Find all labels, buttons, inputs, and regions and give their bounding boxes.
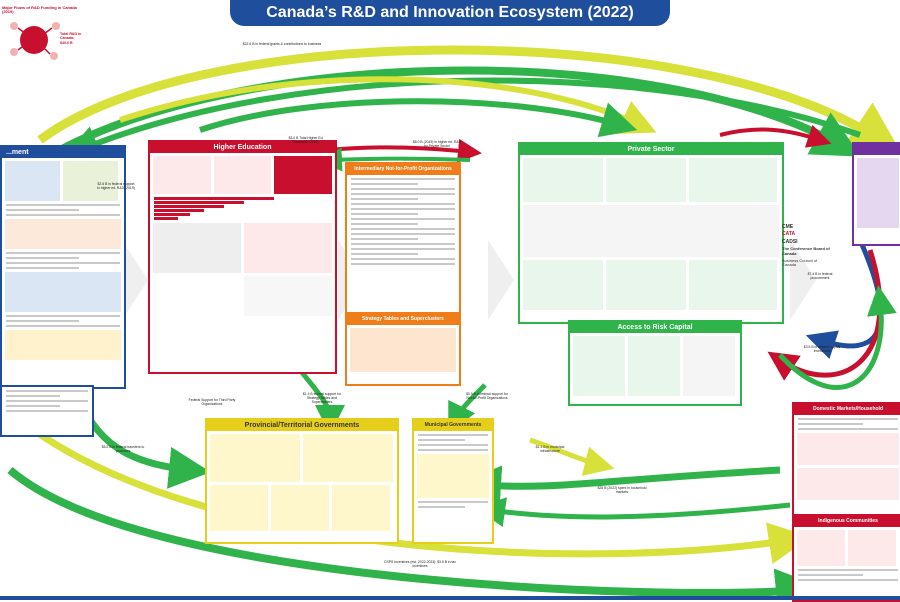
ps-bars — [606, 260, 686, 310]
logo-business-council: Business Council of Canada — [782, 258, 818, 268]
he-treemap — [153, 223, 241, 273]
gov-chart — [5, 161, 60, 201]
indigenous-header: Indigenous Communities — [794, 516, 900, 527]
rc-chart — [573, 336, 625, 396]
gov-table — [5, 219, 121, 249]
prov-bars — [210, 485, 268, 531]
risk-capital-header: Access to Risk Capital — [570, 322, 740, 333]
ps-bars — [606, 158, 686, 202]
prov-dot-matrix — [210, 434, 300, 482]
flow-note: $3.0 B Total Higher Ed. Research (2020) — [288, 136, 324, 145]
flow-note: Federal Support for Third Party Organiza… — [188, 398, 236, 407]
flow-note: $3.5 B in venture capital investment — [803, 345, 841, 354]
ps-donut — [689, 158, 777, 202]
purple-chart — [857, 158, 899, 228]
flows-circles — [10, 22, 60, 60]
provincial-header: Provincial/Territorial Governments — [207, 420, 397, 431]
intermediary-panel: Intermediary Not-for-Profit Organization… — [345, 162, 461, 316]
higher-education-panel: Higher Education — [148, 140, 337, 374]
flow-note: $1.1 B in municipal infrastructure — [535, 445, 565, 454]
flow-note: CSPS Incentives (est. 2022-2023): $3.5 B… — [384, 560, 456, 569]
higher-education-header: Higher Education — [150, 142, 335, 153]
flow-note: $7.4 B in federal procurement — [807, 272, 833, 281]
flow-note: $5.2 B in federal transfers to provinces — [101, 445, 145, 454]
flow-chevron — [790, 240, 816, 320]
flow-note: $1.4 B federal support for Strategy Tabl… — [302, 392, 342, 405]
ps-bars — [689, 260, 777, 310]
total-rd-label: Total R&D in Canada: $40.6 B — [60, 32, 82, 45]
prov-bars — [271, 485, 329, 531]
muni-bars — [417, 454, 489, 498]
flow-note: $0.9 B in federal support for Not-for-Pr… — [466, 392, 508, 401]
prov-line-chart — [303, 434, 393, 482]
flow-chevron — [122, 240, 148, 320]
domestic-markets-header: Domestic Markets/Household — [794, 404, 900, 415]
strategy-panel: Strategy Tables and Superclusters — [345, 312, 461, 386]
page-title: Canada’s R&D and Innovation Ecosystem (2… — [230, 0, 670, 26]
ind-chart — [797, 530, 845, 566]
provincial-panel: Provincial/Territorial Governments — [205, 418, 399, 544]
logo-cme: CME — [782, 224, 794, 230]
ps-scatter — [523, 158, 603, 202]
he-line-chart — [244, 276, 332, 316]
indigenous-panel: Indigenous Communities — [792, 514, 900, 602]
rc-chart — [628, 336, 680, 396]
strategy-header: Strategy Tables and Superclusters — [347, 314, 459, 325]
government-header: ...ment — [2, 147, 124, 158]
strategy-table — [350, 328, 456, 372]
government-panel: ...ment — [0, 145, 126, 389]
logo-cadsi: CADSI — [782, 238, 798, 245]
gov-table — [5, 272, 121, 312]
intermediary-header: Intermediary Not-for-Profit Organization… — [347, 164, 459, 175]
logo-conference-board: The Conference Board of Canada — [782, 246, 830, 256]
flow-note: $2.6 B in federal support to higher ed. … — [97, 182, 135, 191]
risk-capital-panel: Access to Risk Capital — [568, 320, 742, 406]
municipal-panel: Municipal Governments — [412, 418, 494, 544]
prov-bars — [332, 485, 390, 531]
dm-chart — [797, 433, 899, 465]
flow-note: $8.0 B (2019) in higher ed. R&D by Priva… — [412, 140, 462, 149]
he-logos — [153, 276, 241, 316]
flow-note: $28 B (2022) spent in household markets — [597, 486, 647, 495]
major-flows-heading: Major Flows of R&D Funding in Canada (20… — [2, 5, 77, 15]
gov-table — [5, 330, 121, 360]
flow-note: $22.6 B in federal grants & contribution… — [242, 42, 322, 46]
dm-chart — [797, 468, 899, 500]
government-sub-panel — [0, 385, 94, 437]
he-table — [244, 223, 332, 273]
private-sector-header: Private Sector — [520, 144, 782, 155]
he-heatmap — [274, 156, 333, 194]
major-flows-graphic: Major Flows of R&D Funding in Canada (20… — [2, 5, 82, 68]
ps-table — [523, 205, 779, 257]
he-chart — [153, 156, 211, 194]
he-chart — [213, 156, 272, 194]
municipal-header: Municipal Governments — [414, 420, 492, 431]
rc-table — [683, 336, 735, 396]
flow-chevron — [488, 240, 514, 320]
gov-chart — [63, 161, 118, 201]
bottom-border — [0, 596, 900, 600]
logo-cata: CATA — [782, 231, 796, 238]
right-purple-panel — [852, 142, 900, 246]
private-sector-panel: Private Sector — [518, 142, 784, 324]
ind-chart — [848, 530, 896, 566]
domestic-markets-panel: Domestic Markets/Household — [792, 402, 900, 516]
stakeholder-logos: CME CATA CADSI The Conference Board of C… — [782, 224, 832, 320]
ps-bars — [523, 260, 603, 310]
